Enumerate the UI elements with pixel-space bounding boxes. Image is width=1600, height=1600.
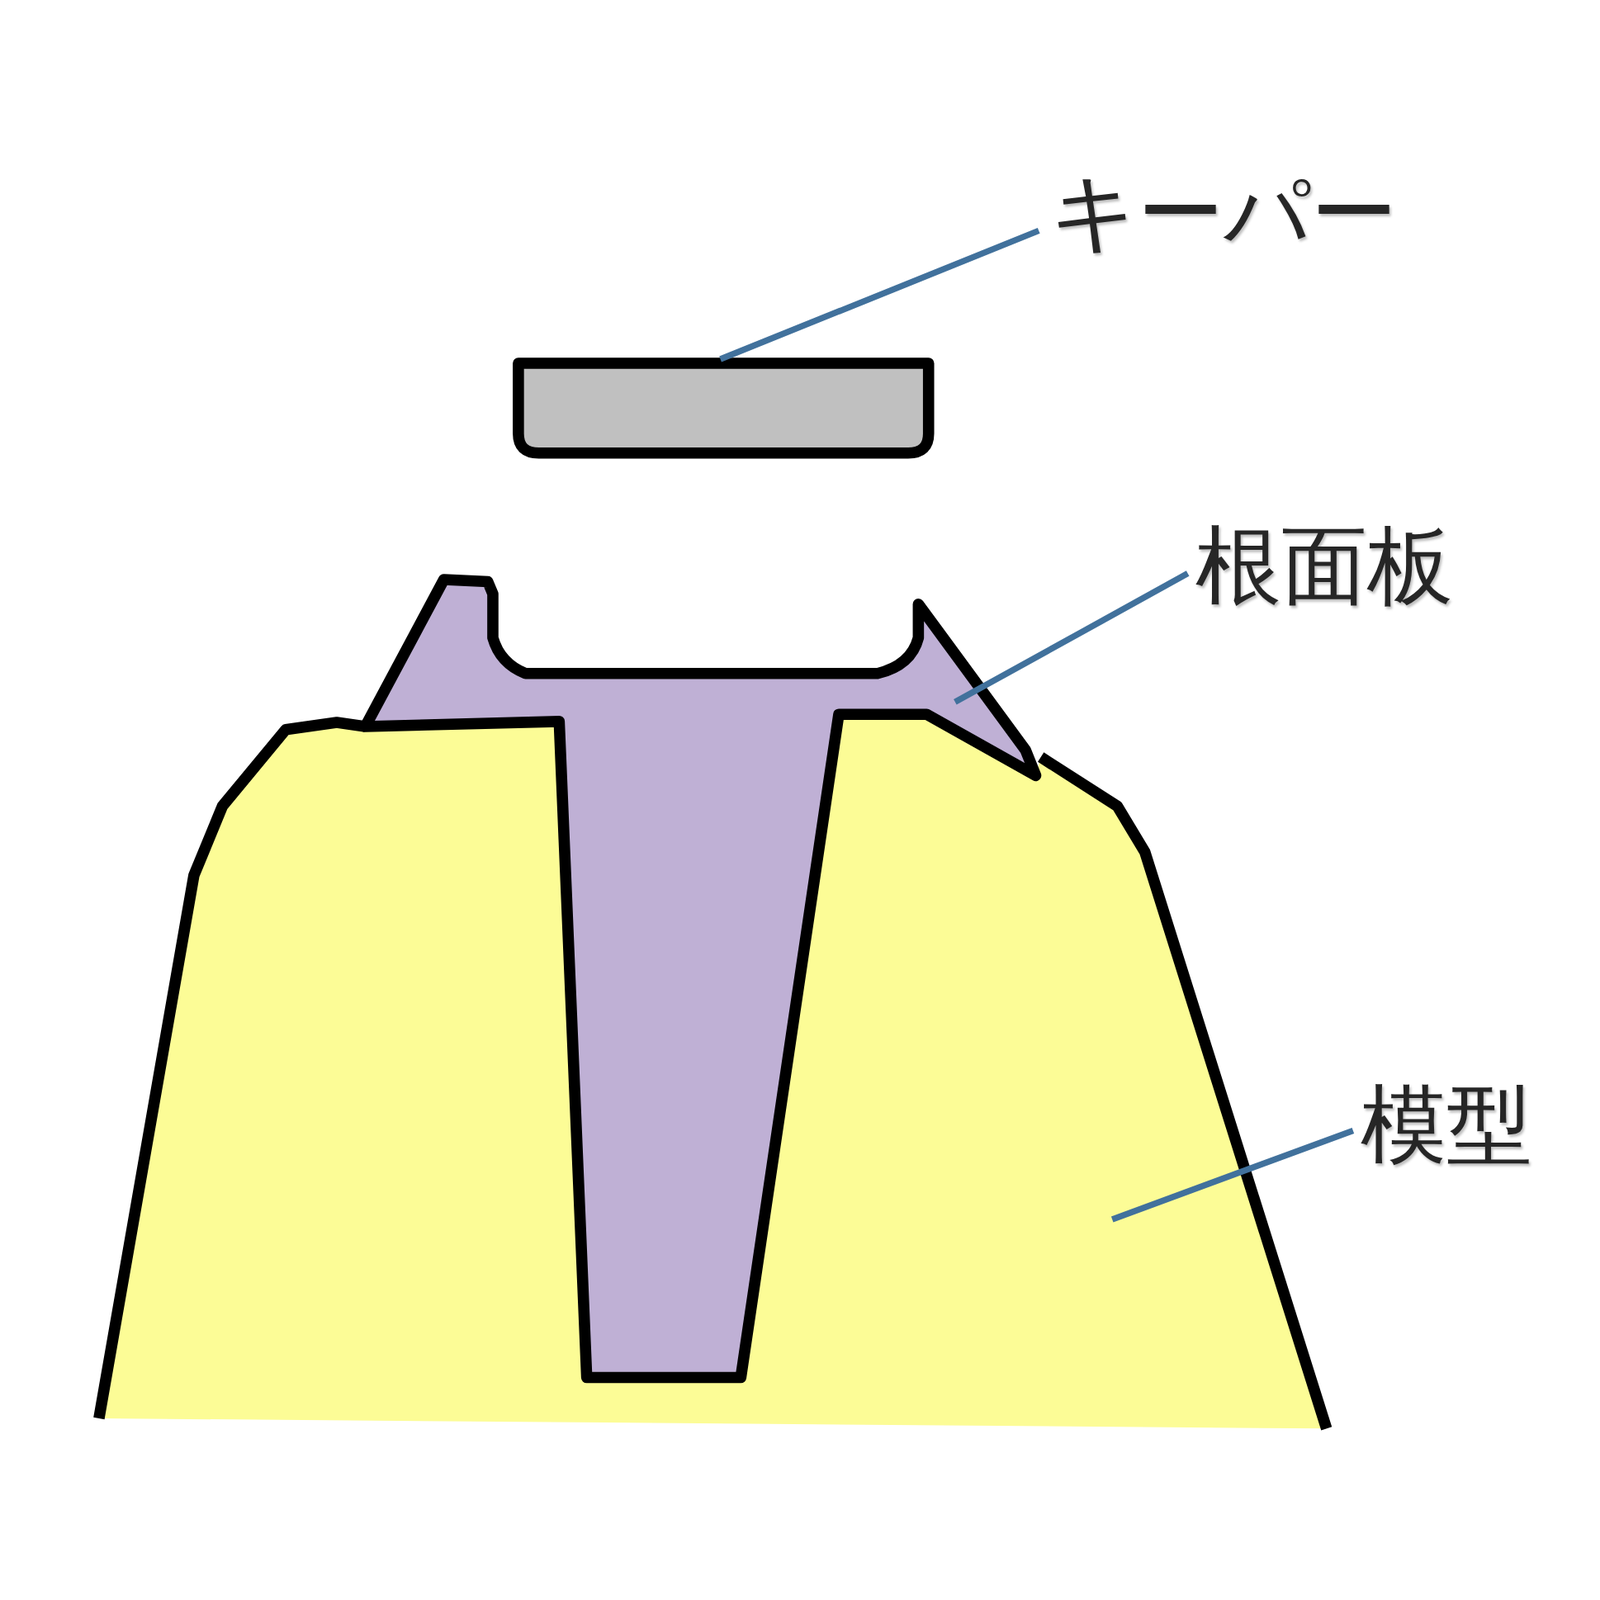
- root-cap: [364, 579, 1036, 1378]
- keeper: [518, 363, 929, 454]
- part-label: キーパー: [1050, 165, 1397, 260]
- leader-line: [720, 230, 1040, 360]
- leader-line: [955, 573, 1189, 703]
- leader-line: [1112, 1130, 1354, 1220]
- part-label: 根面板: [1195, 518, 1454, 613]
- part-label: 模型: [1360, 1077, 1533, 1172]
